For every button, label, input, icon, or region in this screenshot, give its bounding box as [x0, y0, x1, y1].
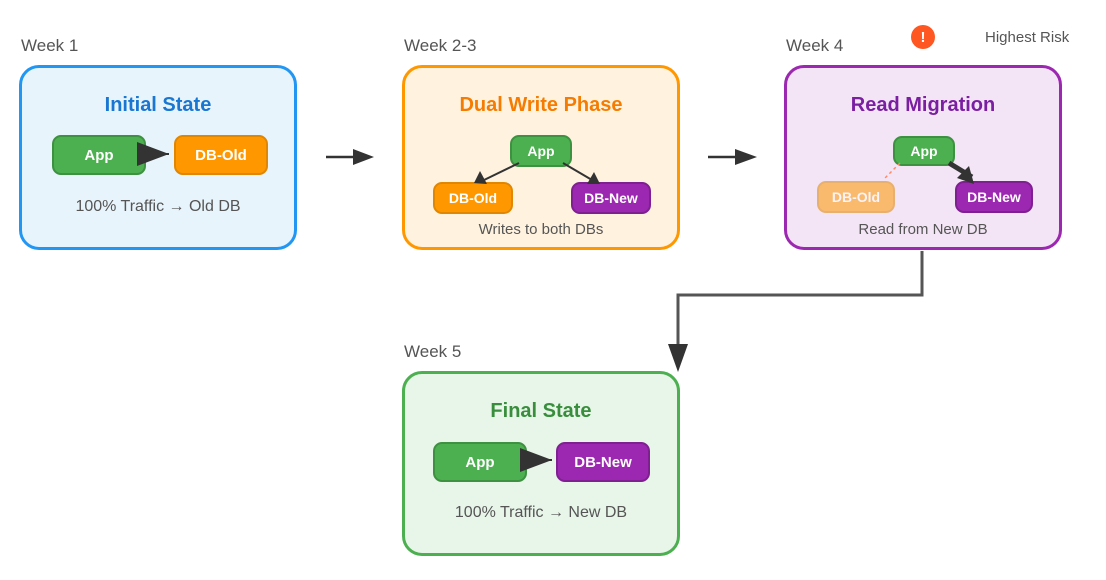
risk-label: Highest Risk — [985, 29, 1070, 46]
stage-2-to-stage-3-arrow — [708, 149, 757, 165]
stage-1-db-old-node: DB-Old — [174, 135, 268, 175]
stage-4-caption: 100% Traffic → New DB — [454, 504, 628, 521]
stage-2-title: Dual Write Phase — [459, 94, 623, 116]
stage-3-week-label: Week 4 — [786, 36, 844, 55]
warning-icon: ! — [911, 25, 935, 49]
stage-2-app-node: App — [510, 135, 572, 167]
stage-3-db-new-node: DB-New — [955, 181, 1033, 213]
stage-read-migration: Read Migration App DB-Old DB-New Read fr… — [784, 65, 1062, 250]
stage-dual-write-phase: Dual Write Phase App DB-Old DB-New Write… — [402, 65, 680, 250]
stage-initial-state: Initial State App DB-Old 100% Traffic → … — [19, 65, 297, 250]
stage-2-db-new-node: DB-New — [571, 182, 651, 214]
stage-4-app-node: App — [433, 442, 527, 482]
stage-3-title: Read Migration — [850, 94, 996, 116]
stage-3-app-node: App — [893, 136, 955, 166]
stage-2-db-old-node: DB-Old — [433, 182, 513, 214]
stage-2-week-label: Week 2-3 — [404, 36, 477, 55]
stage-3-db-old-node: DB-Old — [817, 181, 895, 213]
stage-1-app-node: App — [52, 135, 146, 175]
stage-1-to-stage-2-arrow — [326, 149, 374, 165]
stage-3-to-stage-4-arrow — [668, 251, 924, 372]
stage-1-caption: 100% Traffic → Old DB — [75, 198, 241, 215]
stage-1-week-label: Week 1 — [21, 36, 79, 55]
stage-1-title: Initial State — [104, 94, 212, 116]
stage-final-state: Final State App DB-New 100% Traffic → Ne… — [402, 371, 680, 556]
stage-4-db-new-node: DB-New — [556, 442, 650, 482]
stage-2-caption: Writes to both DBs — [478, 221, 604, 238]
stage-3-caption: Read from New DB — [858, 221, 988, 238]
stage-4-title: Final State — [490, 400, 592, 422]
stage-4-week-label: Week 5 — [404, 342, 462, 361]
